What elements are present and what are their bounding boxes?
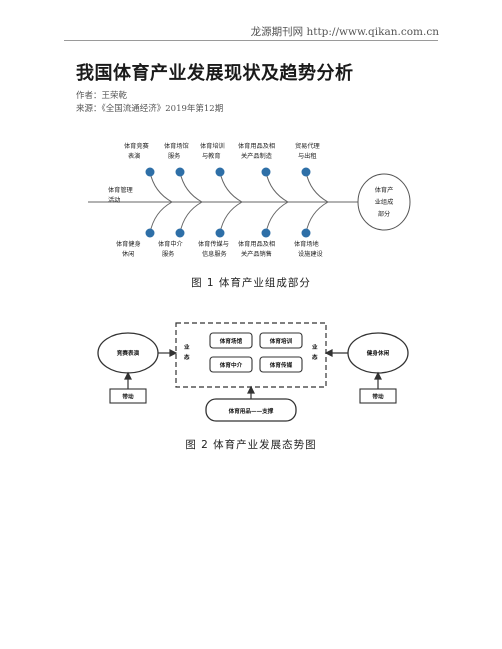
fig1-bottom-label-4b: 关产品销售 [241,250,272,258]
fig2-right-vertical-1: 业 [312,343,318,351]
fig2-box-1 [209,332,253,349]
fig1-bottom-node-2 [175,228,185,238]
header-site-url: 龙源期刊网 http://www.qikan.com.cn [250,26,439,38]
fig1-bottom-node-3 [215,228,225,238]
fig2-right-ellipse-label: 健身休闲 [367,349,390,357]
fig2-box-2-label: 体育培训 [270,337,293,345]
fig2-box-4 [259,356,303,373]
fig1-bottom-label-3a: 体育传媒与 [198,240,229,248]
article-author: 作者：王荣乾 [76,91,128,101]
fig1-top-label-5b: 与出租 [298,152,317,160]
fig1-bottom-label-5b: 设施建设 [298,250,323,258]
fig1-top-label-5a: 贸易代理 [295,142,320,150]
article-source: 来源：《全国流通经济》2019年第12期 [76,104,224,114]
fig1-top-node-4 [261,167,271,177]
fig1-bottom-label-5a: 体育场地 [294,240,319,248]
figure-1-diagram: 体育产 业组成 部分 体育管理 活动 [88,126,414,271]
fig2-right-small-box [359,388,397,404]
fig1-bottom-node-1 [145,228,155,238]
fig2-right-small-label: 带动 [372,393,384,401]
fig1-top-label-3b: 与教育 [202,152,221,160]
fig2-box-3 [209,356,253,373]
fig2-dashed-frame [175,322,327,388]
fig2-box-2 [259,332,303,349]
fig1-top-label-1a: 体育竞赛 [124,142,149,150]
fig1-bottom-label-2a: 体育中介 [158,240,184,248]
fig1-bottom-label-1b: 休闲 [122,250,134,258]
fig2-right-vertical-2: 态 [312,353,318,361]
fig2-box-4-label: 体育传媒 [270,361,293,369]
fig1-bottom-node-4 [261,228,271,238]
fig1-top-node-3 [215,167,225,177]
fig1-bottom-label-1a: 体育健身 [116,240,141,248]
fig1-center-line1: 体育产 [375,186,394,194]
fig1-top-label-3a: 体育培训 [200,142,225,150]
figure-2-diagram: 竞赛表演 健身休闲 业 态 业 态 体育场馆 体育培训 体育中介 体育传 [88,315,414,428]
fig1-top-node-1 [145,167,155,177]
fig2-box-1-label: 体育场馆 [220,337,243,345]
fig1-center-ellipse [357,173,411,231]
fig2-left-ellipse-label: 竞赛表演 [116,349,140,357]
fig1-top-label-4a: 体育用品及相 [238,142,275,150]
fig1-bottom-label-2b: 服务 [162,250,174,258]
fig1-top-node-2 [175,167,185,177]
fig2-bottom-box [205,398,297,422]
fig1-left-label-line2: 活动 [108,196,120,204]
fig2-left-small-box [109,388,147,404]
fig1-center-line2: 业组成 [375,198,394,206]
fig1-top-label-1b: 表演 [128,152,140,160]
fig1-top-label-4b: 关产品制造 [241,152,272,160]
fig1-bottom-label-4a: 体育用品及相 [238,240,275,248]
fig2-box-3-label: 体育中介 [220,361,243,369]
header-divider [64,40,438,41]
fig1-center-line3: 部分 [378,210,390,218]
article-title: 我国体育产业发展现状及趋势分析 [76,63,354,84]
fig2-left-vertical-1: 业 [184,343,190,351]
figure-2-caption: 图 2 体育产业发展态势图 [185,439,317,451]
fig1-left-label-line1: 体育管理 [108,186,133,194]
fig1-top-node-5 [301,167,311,177]
fig2-left-small-label: 带动 [122,393,134,401]
fig1-top-label-2b: 服务 [168,152,180,160]
fig2-bottom-box-label: 体育用品——支撑 [229,407,274,415]
fig1-bottom-node-5 [301,228,311,238]
figure-1-caption: 图 1 体育产业组成部分 [191,277,311,289]
fig2-left-vertical-2: 态 [184,353,190,361]
fig1-bottom-label-3b: 信息服务 [202,250,227,258]
fig1-top-label-2a: 体育场馆 [164,142,189,150]
